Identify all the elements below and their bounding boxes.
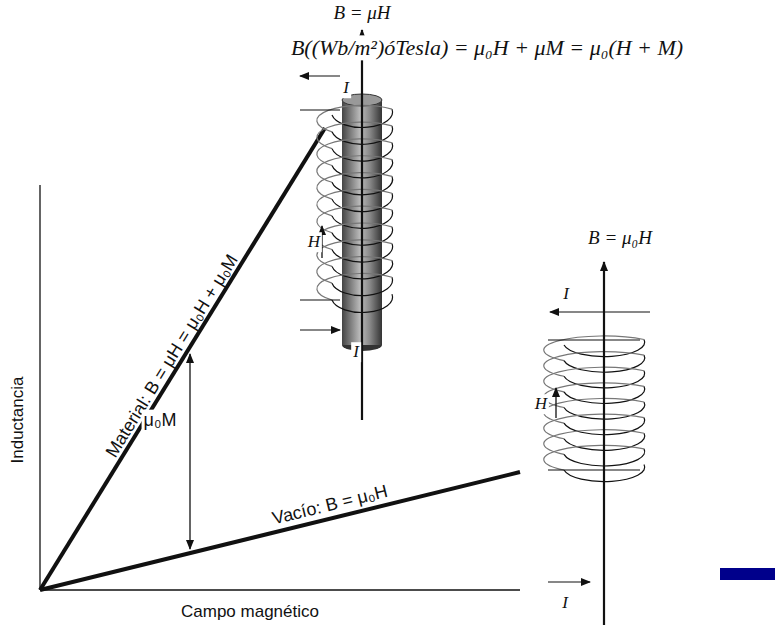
graph-axes [40,185,520,590]
line-label: Material: B = μH = μ₀H + μ₀M [101,249,244,463]
line-label: Vacío: B = μ₀H [268,480,391,529]
coil-turn [544,445,644,470]
field-label: H [533,394,549,414]
vacuum-line [40,472,520,590]
current-label: I [560,593,570,613]
current-label: I [351,342,361,362]
field-label: H [306,232,322,252]
slide-mark [720,568,775,580]
field-formula: B = μH [331,2,392,24]
core-solenoid [300,30,393,420]
current-label: I [561,284,571,304]
difference-arrow [189,354,190,549]
axis-title: Inductancia [8,375,28,466]
coil-turn [317,273,392,300]
definition-formula: B((Wb/m²)óTesla) = μ₀H + μM = μ₀(H + M) [289,35,685,60]
current-label: I [341,78,351,98]
difference-label: μ₀M [142,410,179,431]
axis-title: Campo magnético [179,602,321,622]
air-solenoid [544,262,650,625]
field-formula: B = μ₀H [586,227,654,249]
